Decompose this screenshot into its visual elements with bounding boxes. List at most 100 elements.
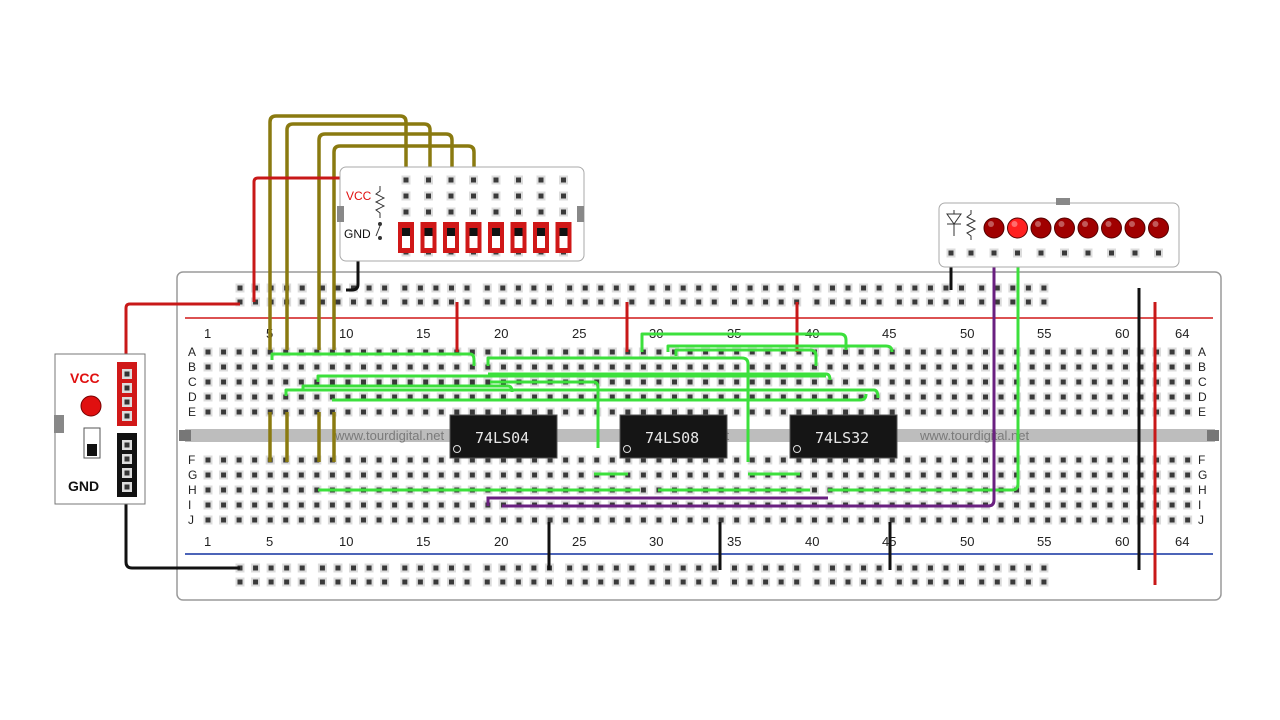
hole-center: [656, 349, 662, 355]
hole-center: [765, 517, 771, 523]
hole-center: [889, 379, 895, 385]
hole-center: [1138, 409, 1144, 415]
hole-center: [236, 517, 242, 523]
hole-center: [629, 579, 635, 585]
hole-center: [516, 193, 521, 199]
hole-center: [403, 193, 409, 199]
hole-center: [493, 193, 499, 199]
hole-center: [829, 285, 835, 291]
led-light: [1148, 217, 1169, 239]
hole-center: [500, 565, 506, 571]
hole-center: [376, 364, 382, 370]
hole-center: [920, 364, 926, 370]
hole-center: [951, 394, 957, 400]
hole-center: [469, 394, 475, 400]
hole-center: [438, 457, 444, 463]
hole-center: [763, 565, 769, 571]
hole-center: [252, 349, 258, 355]
hole-center: [561, 209, 566, 215]
hole-center: [563, 457, 569, 463]
hole-center: [734, 364, 740, 370]
hole-center: [205, 502, 211, 508]
chip-74ls32[interactable]: 74LS32: [789, 414, 898, 459]
hole-center: [237, 579, 243, 585]
hole-center: [403, 177, 409, 183]
hole-center: [765, 364, 771, 370]
hole-center: [640, 379, 646, 385]
hole-center: [749, 457, 755, 463]
hole-center: [1076, 472, 1082, 478]
hole-center: [943, 565, 949, 571]
hole-center: [376, 517, 382, 523]
hole-center: [582, 285, 588, 291]
hole-center: [382, 565, 388, 571]
hole-center: [765, 409, 771, 415]
hole-center: [438, 379, 444, 385]
header-pin-center: [124, 470, 130, 476]
hole-center: [780, 394, 786, 400]
hole-center: [780, 457, 786, 463]
hole-center: [765, 349, 771, 355]
hole-center: [515, 565, 521, 571]
chip-74ls04[interactable]: 74LS04: [449, 414, 558, 459]
hole-center: [994, 579, 1000, 585]
hole-center: [905, 409, 911, 415]
toggle-knob: [514, 228, 523, 236]
hole-center: [613, 285, 619, 291]
hole-center: [656, 394, 662, 400]
hole-center: [920, 517, 926, 523]
hole-center: [221, 379, 227, 385]
hole-center: [983, 472, 988, 478]
hole-center: [578, 364, 584, 370]
hole-center: [640, 409, 646, 415]
hole-center: [563, 472, 569, 478]
hole-center: [531, 579, 537, 585]
toggle-knob: [559, 228, 568, 236]
hole-center: [625, 457, 631, 463]
hole-center: [423, 394, 429, 400]
hole-center: [1107, 379, 1113, 385]
hole-center: [625, 364, 631, 370]
hole-center: [905, 349, 911, 355]
row-label: F: [1198, 453, 1205, 467]
hole-center: [672, 364, 677, 370]
hole-center: [314, 394, 320, 400]
hole-center: [252, 502, 258, 508]
hole-center: [578, 409, 584, 415]
hole-center: [796, 349, 802, 355]
col-label: 10: [339, 534, 353, 549]
power-gnd-label: GND: [68, 478, 99, 494]
hole-center: [236, 379, 242, 385]
hole-center: [920, 457, 926, 463]
hole-center: [485, 457, 491, 463]
hole-center: [1060, 502, 1066, 508]
power-vcc-label: VCC: [70, 370, 100, 386]
toggle-slot: [492, 228, 500, 248]
chip-74ls08[interactable]: 74LS08: [619, 414, 728, 459]
hole-center: [485, 517, 491, 523]
hole-center: [426, 177, 431, 183]
hole-center: [1060, 394, 1066, 400]
hole-center: [1091, 409, 1097, 415]
hole-center: [687, 457, 693, 463]
hole-center: [718, 394, 724, 400]
hole-center: [629, 285, 635, 291]
hole-center: [547, 472, 553, 478]
hole-center: [1045, 487, 1051, 493]
hole-center: [814, 579, 820, 585]
led-highlight: [1035, 221, 1041, 227]
hole-center: [1045, 457, 1051, 463]
hole-center: [345, 394, 351, 400]
hole-center: [567, 565, 573, 571]
hole-center: [423, 502, 429, 508]
hole-center: [998, 457, 1004, 463]
hole-center: [267, 502, 273, 508]
hole-center: [625, 379, 631, 385]
hole-center: [314, 409, 320, 415]
hole-center: [1060, 364, 1066, 370]
hole-center: [640, 472, 646, 478]
hole-center: [1154, 379, 1160, 385]
hole-center: [448, 209, 454, 215]
hole-center: [927, 299, 933, 305]
hole-center: [613, 299, 619, 305]
